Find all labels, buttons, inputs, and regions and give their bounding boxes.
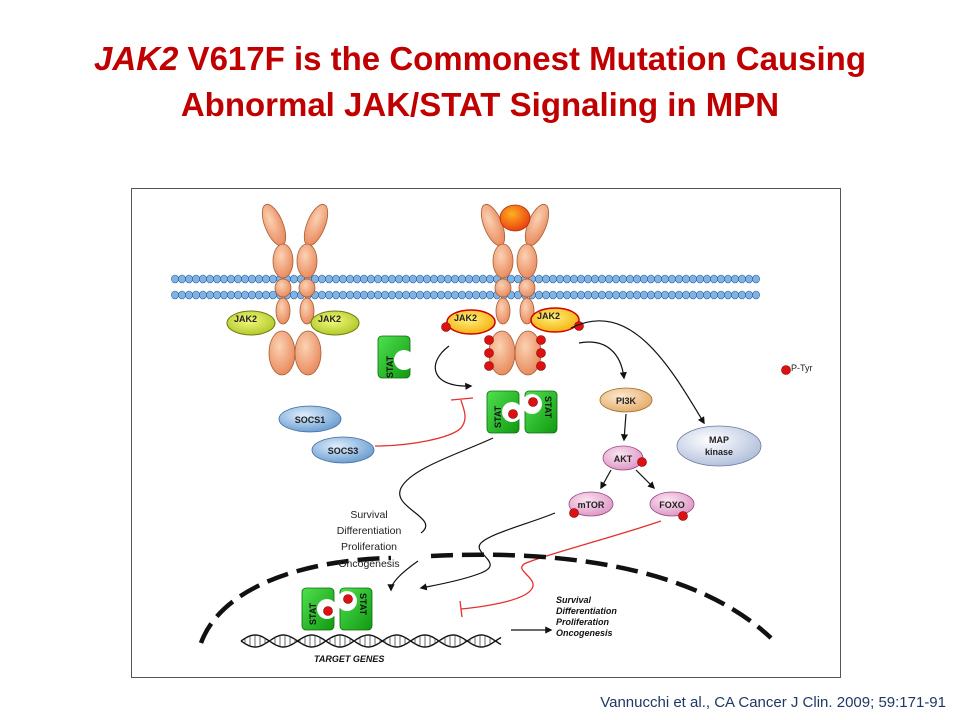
target-genes-label: TARGET GENES — [314, 654, 384, 664]
jak2-active-right: JAK2 — [530, 307, 580, 333]
title-line1-text: V617F is the Commonest Mutation Causing — [178, 40, 866, 77]
ptyr-legend: P-Tyr — [781, 363, 813, 375]
socs1-node: SOCS1 — [278, 405, 342, 433]
stat-label: STAT — [358, 593, 368, 616]
outcomes-center: Survival Differentiation Proliferation O… — [337, 509, 402, 570]
map-kinase-label-line2: kinase — [705, 447, 733, 457]
map-kinase-node: MAP kinase — [676, 425, 762, 467]
jak2-label: JAK2 — [318, 314, 341, 324]
stat-label: STAT — [543, 396, 553, 419]
outcome-text: Differentiation — [337, 525, 402, 537]
jak2-label: JAK2 — [537, 311, 560, 321]
stat-dimer-nucleus: STAT STAT — [301, 587, 373, 631]
outcome-text: Survival — [556, 595, 592, 605]
outcome-text: Survival — [350, 509, 387, 521]
receptor-active — [480, 203, 550, 376]
stat-label: STAT — [493, 405, 503, 428]
mtor-node: mTOR — [568, 491, 614, 518]
socs3-node: SOCS3 — [311, 436, 375, 464]
slide-title-line1: JAK2 V617F is the Commonest Mutation Cau… — [0, 38, 960, 80]
stat-dimer-cytoplasm: STAT STAT — [486, 390, 558, 434]
inhibition-lines — [374, 397, 662, 618]
jak-stat-pathway-diagram: JAK2 JAK2 JAK2 JAK2 STAT — [131, 188, 841, 678]
jak2-active-left: JAK2 — [446, 309, 496, 335]
socs3-label: SOCS3 — [328, 446, 359, 456]
cytokine-ligand — [499, 204, 531, 232]
title-gene-name: JAK2 — [94, 40, 179, 77]
phospho-tyrosine-dots — [441, 321, 584, 371]
map-kinase-label-line1: MAP — [709, 435, 729, 445]
outcomes-right: Survival Differentiation Proliferation O… — [556, 595, 617, 638]
dna-helix — [240, 634, 502, 648]
nuclear-envelope — [198, 552, 773, 644]
stat-monomer: STAT — [377, 335, 414, 379]
akt-label: AKT — [614, 454, 633, 464]
receptor-inactive — [261, 203, 329, 376]
jak2-label: JAK2 — [234, 314, 257, 324]
outcome-text: Oncogenesis — [338, 558, 399, 570]
stat-label: STAT — [308, 602, 318, 625]
outcome-text: Differentiation — [556, 606, 617, 616]
ptyr-legend-label: P-Tyr — [791, 363, 813, 373]
outcome-text: Proliferation — [341, 541, 397, 553]
outcome-text: Oncogenesis — [556, 628, 613, 638]
akt-node: AKT — [602, 445, 647, 471]
foxo-label: FOXO — [659, 500, 685, 510]
jak2-inactive-right: JAK2 — [310, 310, 360, 336]
stat-label: STAT — [385, 355, 395, 378]
slide-title-line2: Abnormal JAK/STAT Signaling in MPN — [180, 86, 780, 123]
pi3k-label: PI3K — [616, 396, 637, 406]
mtor-label: mTOR — [578, 500, 605, 510]
socs1-label: SOCS1 — [295, 415, 326, 425]
foxo-node: FOXO — [649, 491, 695, 521]
jak2-label: JAK2 — [454, 313, 477, 323]
jak2-inactive-left: JAK2 — [226, 310, 276, 336]
citation: Vannucchi et al., CA Cancer J Clin. 2009… — [600, 694, 946, 711]
outcome-text: Proliferation — [556, 617, 610, 627]
pi3k-node: PI3K — [599, 387, 653, 413]
